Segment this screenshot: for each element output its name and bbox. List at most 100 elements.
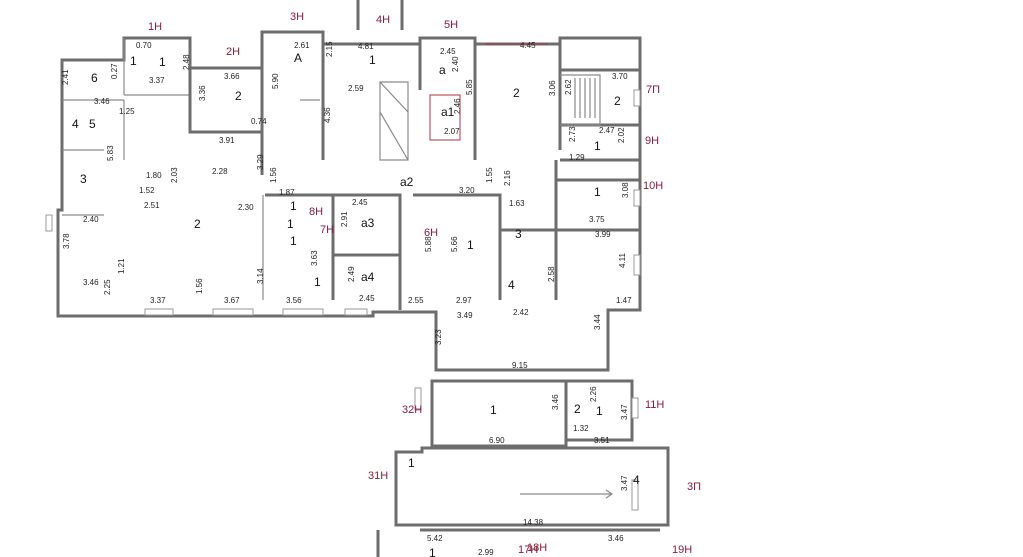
dimension-label: 2.46 bbox=[453, 98, 462, 114]
dimension-label: 1.80 bbox=[146, 171, 162, 180]
dimension-label: 3.75 bbox=[589, 215, 605, 224]
dimension-label: 4.45 bbox=[520, 41, 536, 50]
dimension-label: 2.91 bbox=[340, 211, 349, 227]
dimension-label: 2.26 bbox=[589, 386, 598, 402]
dimension-label: 6.90 bbox=[489, 436, 505, 445]
room-label: 2 bbox=[194, 217, 201, 231]
dimension-label: 3.99 bbox=[595, 230, 611, 239]
unit-label: 3Н bbox=[290, 11, 304, 23]
unit-label: 4Н bbox=[376, 14, 390, 26]
dimension-label: 3.46 bbox=[94, 97, 110, 106]
room-label: a4 bbox=[361, 270, 375, 284]
dimension-label: 5.66 bbox=[450, 236, 459, 252]
dimension-label: 2.49 bbox=[347, 266, 356, 282]
unit-label: 10Н bbox=[643, 180, 663, 192]
dimension-label: 1.63 bbox=[509, 199, 525, 208]
dimension-label: 2.07 bbox=[444, 127, 460, 136]
room-label: 2 bbox=[614, 94, 621, 108]
unit-label: 2Н bbox=[226, 46, 240, 58]
room-label: a3 bbox=[361, 216, 375, 230]
room-label: 1 bbox=[594, 139, 601, 153]
dimension-label: 2.28 bbox=[212, 167, 228, 176]
room-label: 2 bbox=[574, 402, 581, 416]
dimension-label: 2.40 bbox=[83, 215, 99, 224]
dimension-label: 0.74 bbox=[251, 117, 267, 126]
room-label: 1 bbox=[159, 55, 166, 69]
dimension-label: 2.58 bbox=[547, 266, 556, 282]
dimension-label: 3.67 bbox=[224, 296, 240, 305]
unit-label: 7П bbox=[646, 84, 660, 96]
dimension-label: 0.70 bbox=[136, 41, 152, 50]
room-label: 4 bbox=[633, 473, 640, 487]
unit-label: 7Н bbox=[320, 224, 334, 236]
dimension-label: 2.45 bbox=[352, 198, 368, 207]
dimension-label: 3.56 bbox=[286, 296, 302, 305]
dimension-label: 3.70 bbox=[612, 72, 628, 81]
dimension-label: 2.45 bbox=[359, 294, 375, 303]
room-label: 1 bbox=[314, 275, 321, 289]
dimension-label: 3.91 bbox=[219, 136, 235, 145]
unit-label: 3П bbox=[687, 481, 701, 493]
room-label: A bbox=[294, 51, 302, 65]
dimension-label: 3.63 bbox=[310, 250, 319, 266]
dimension-label: 2.02 bbox=[617, 127, 626, 143]
unit-label: 9Н bbox=[645, 135, 659, 147]
dimension-label: 3.08 bbox=[621, 182, 630, 198]
unit-label: 1Н bbox=[148, 21, 162, 33]
dimension-label: 1.47 bbox=[616, 296, 632, 305]
dimension-label: 2.59 bbox=[348, 84, 364, 93]
dimension-label: 2.55 bbox=[408, 296, 424, 305]
dimension-label: 1.56 bbox=[195, 278, 204, 294]
room-label: 1 bbox=[130, 54, 137, 68]
room-label: 6 bbox=[91, 71, 98, 85]
dimension-label: 2.48 bbox=[182, 54, 191, 70]
unit-label: 17Н bbox=[518, 544, 538, 556]
dimension-label: 3.06 bbox=[548, 80, 557, 96]
unit-label: 6Н bbox=[424, 227, 438, 239]
dimension-label: 1.56 bbox=[269, 167, 278, 183]
unit-label: 31Н bbox=[368, 470, 388, 482]
room-label: 1 bbox=[594, 185, 601, 199]
dimension-label: 4.11 bbox=[618, 252, 627, 268]
dimension-label: 1.32 bbox=[573, 424, 589, 433]
dimension-label: 3.44 bbox=[593, 314, 602, 330]
dimension-label: 0.27 bbox=[110, 63, 119, 79]
dimension-label: 3.14 bbox=[256, 268, 265, 284]
room-label: 4 bbox=[72, 117, 79, 131]
unit-label: 19Н bbox=[672, 544, 692, 556]
dimension-label: 14.38 bbox=[523, 518, 544, 527]
dimension-label: 2.51 bbox=[144, 201, 160, 210]
dimension-label: 2.47 bbox=[599, 126, 615, 135]
room-label: 3 bbox=[80, 172, 87, 186]
unit-label: 18Н bbox=[527, 542, 547, 554]
room-label: 3 bbox=[515, 227, 522, 241]
dimension-label: 3.78 bbox=[62, 233, 71, 249]
dimension-label: 3.37 bbox=[149, 76, 165, 85]
dimension-label: 2.41 bbox=[61, 69, 70, 85]
dimension-label: 3.46 bbox=[83, 278, 99, 287]
dimension-label: 2.03 bbox=[170, 167, 179, 183]
dimension-label: 2.25 bbox=[103, 279, 112, 295]
room-label: 1 bbox=[596, 404, 603, 418]
dimension-label: 5.83 bbox=[106, 145, 115, 161]
dimension-label: 1.21 bbox=[117, 258, 126, 274]
dimension-label: 9.15 bbox=[512, 361, 528, 370]
room-label: a2 bbox=[400, 175, 414, 189]
dimension-label: 2.45 bbox=[440, 47, 456, 56]
dimension-label: 2.42 bbox=[513, 308, 529, 317]
dimension-label: 2.99 bbox=[478, 548, 494, 557]
dimension-label: 5.85 bbox=[465, 79, 474, 95]
dimension-label: 3.51 bbox=[594, 436, 610, 445]
room-label: 2 bbox=[235, 89, 242, 103]
dimension-label: 2.30 bbox=[238, 203, 254, 212]
dimension-label: 3.66 bbox=[224, 72, 240, 81]
dimension-label: 3.47 bbox=[620, 475, 629, 491]
dimension-label: 5.90 bbox=[271, 73, 280, 89]
dimension-label: 2.73 bbox=[568, 126, 577, 142]
dimension-label: 2.15 bbox=[325, 41, 334, 57]
unit-label: 5Н bbox=[444, 19, 458, 31]
dimension-label: 2.16 bbox=[503, 170, 512, 186]
dimension-label: 3.23 bbox=[434, 329, 443, 345]
dimension-label: 1.52 bbox=[139, 186, 155, 195]
